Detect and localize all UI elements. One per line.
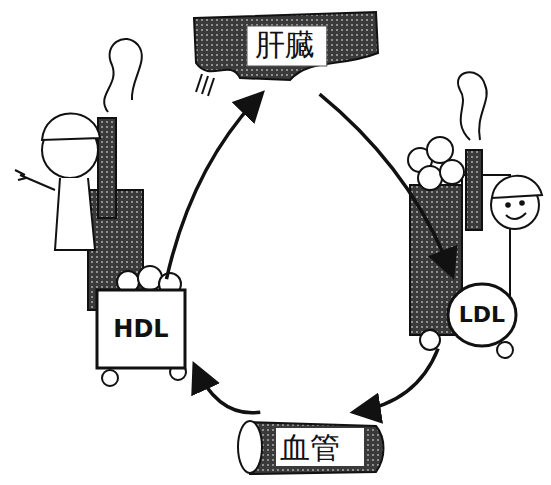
motion-line <box>208 78 214 96</box>
waving-arm <box>15 170 55 190</box>
driver-cap <box>42 113 100 140</box>
cargo-ball <box>427 137 453 163</box>
node-label: 肝臓 <box>255 28 315 61</box>
hdl-cart-node: HDL <box>95 288 187 370</box>
cycle-arrow <box>320 94 452 274</box>
chimney <box>466 150 482 230</box>
motion-line <box>196 74 202 92</box>
cargo-ball <box>440 160 464 184</box>
ldl-train <box>408 72 542 358</box>
vessel-node: 血管 <box>236 418 384 476</box>
driver-eye <box>520 201 524 205</box>
wheel <box>102 370 118 386</box>
liver-node: 肝臓 <box>190 8 380 86</box>
driver-smile <box>506 213 526 219</box>
node-shape <box>194 12 378 80</box>
smoke <box>458 72 487 140</box>
chimney <box>98 118 116 218</box>
cycle-arrow <box>166 95 260 279</box>
smoke <box>104 39 142 112</box>
node-label: LDL <box>459 303 505 327</box>
motion-line <box>202 76 208 94</box>
motion-lines <box>196 74 214 96</box>
wheel <box>420 330 440 350</box>
vessel-opening <box>238 421 262 473</box>
node-shape <box>97 290 185 368</box>
ldl-wheel-node: LDL <box>446 282 518 348</box>
node-shape <box>448 284 516 346</box>
cycle-arrow <box>356 349 438 412</box>
label-patch <box>276 428 364 466</box>
cargo-ball <box>418 166 442 190</box>
node-shape <box>250 422 384 474</box>
node-label: 血管 <box>280 431 340 464</box>
node-label: HDL <box>113 316 168 342</box>
driver-body <box>55 178 95 250</box>
driver-cap <box>492 176 542 198</box>
hdl-train <box>15 39 186 386</box>
driver-eye <box>506 203 510 207</box>
cycle-arrow <box>195 367 260 413</box>
label-patch <box>247 26 327 66</box>
wheel <box>497 342 513 358</box>
